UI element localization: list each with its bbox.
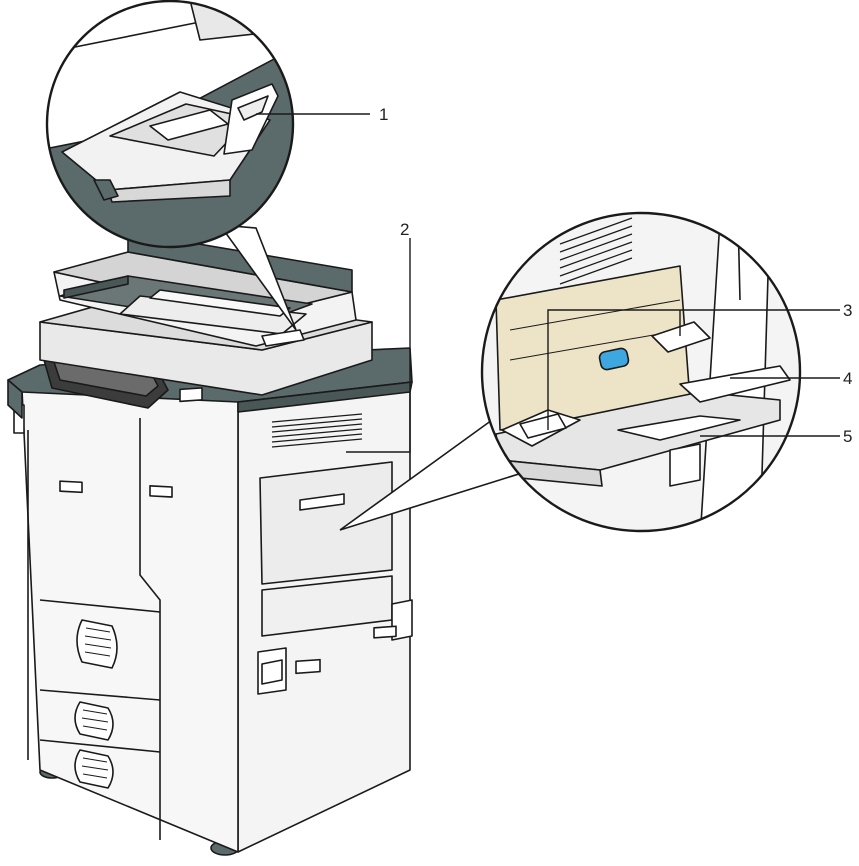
callout-number-4: 4: [843, 369, 852, 388]
zoom-circle-bypass-tray: [480, 210, 810, 540]
printer-body: [8, 232, 412, 855]
callout-number-2: 2: [400, 220, 409, 239]
callout-number-3: 3: [843, 301, 852, 320]
callout-number-5: 5: [843, 427, 852, 446]
zoom-circle-adf-tray: [40, 0, 310, 260]
callout-number-1: 1: [379, 105, 388, 124]
